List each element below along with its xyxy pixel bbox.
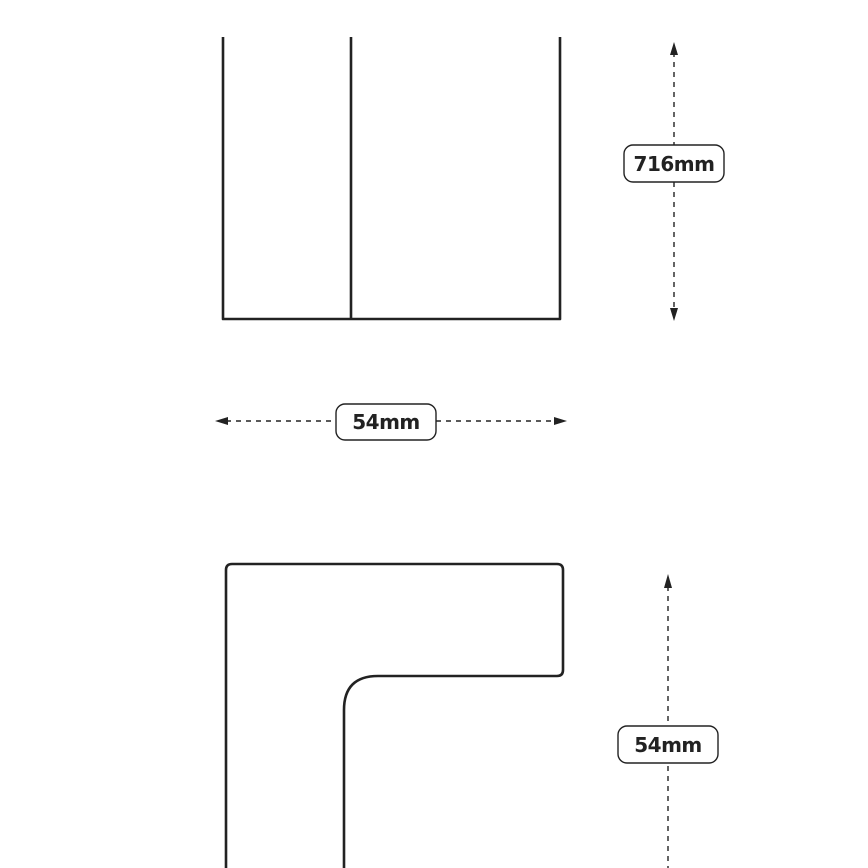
arrow-left-icon <box>215 417 228 425</box>
front-height-dimension: 716mm <box>623 42 725 321</box>
arrow-up-icon <box>664 574 672 588</box>
front-height-label-box <box>623 144 725 183</box>
arrow-up-icon <box>670 42 678 55</box>
profile-height-label-box <box>617 725 719 764</box>
profile-height-label: 54mm <box>634 733 702 757</box>
arrow-down-icon <box>670 308 678 321</box>
arrow-right-icon <box>554 417 567 425</box>
profile-height-dimension: 54mm <box>617 574 719 868</box>
width-dimension: 54mm <box>215 403 567 441</box>
profile-section-outline <box>224 562 565 868</box>
profile-section-view <box>224 562 565 868</box>
front-elevation-outline <box>221 37 562 321</box>
width-label: 54mm <box>352 410 420 434</box>
front-elevation-view <box>221 37 562 321</box>
front-height-label: 716mm <box>634 152 715 176</box>
width-label-box <box>335 403 437 441</box>
